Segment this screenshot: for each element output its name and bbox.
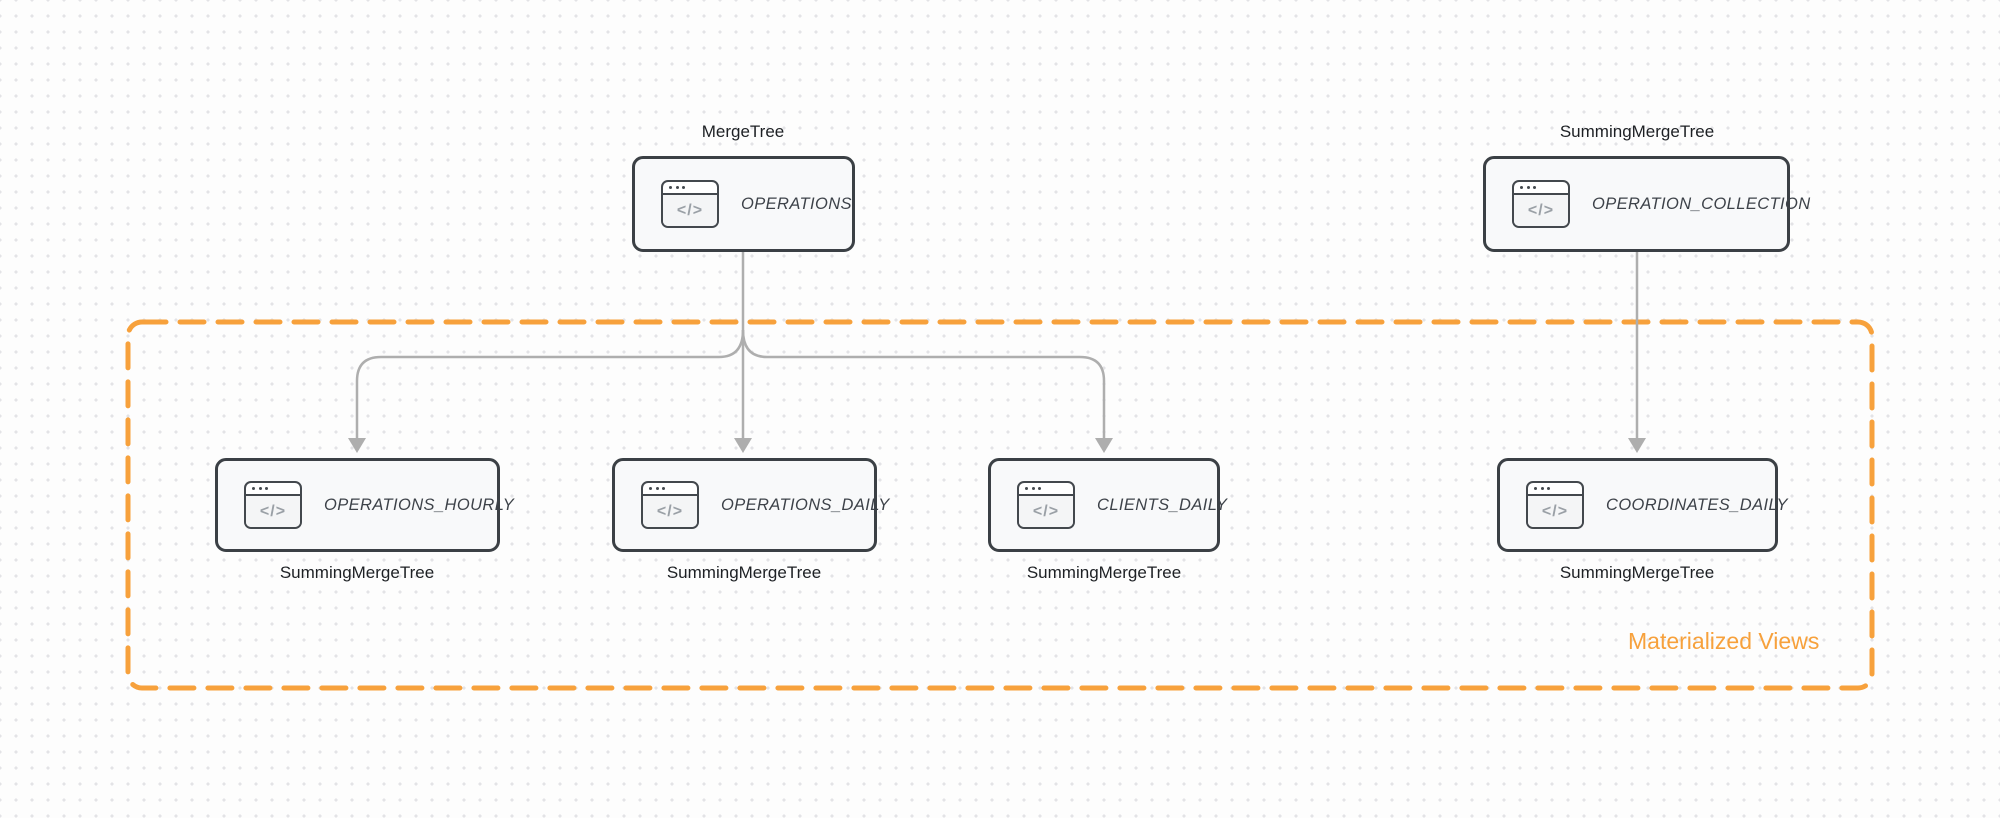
node-label-operations-hourly: OPERATIONS_HOURLY — [324, 495, 515, 514]
engine-label-operations: MergeTree — [701, 122, 785, 141]
arrowhead-operations-to-daily — [734, 438, 752, 453]
window-titlebar — [1528, 483, 1582, 496]
window-titlebar — [1019, 483, 1073, 496]
window-titlebar — [246, 483, 300, 496]
code-glyph: </> — [1514, 195, 1568, 226]
engine-label-operations-hourly: SummingMergeTree — [279, 563, 435, 582]
code-glyph: </> — [643, 496, 697, 527]
code-window-icon: </> — [661, 180, 719, 228]
node-label-coordinates-daily: COORDINATES_DAILY — [1606, 495, 1788, 514]
engine-label-coordinates-daily: SummingMergeTree — [1559, 563, 1715, 582]
node-operations-daily[interactable]: </> OPERATIONS_DAILY — [612, 458, 889, 552]
code-window-icon: </> — [641, 481, 699, 529]
code-window-icon: </> — [1526, 481, 1584, 529]
node-label-operations: OPERATIONS — [741, 194, 852, 213]
engine-label-operations-daily: SummingMergeTree — [666, 563, 822, 582]
arrowhead-operations-to-clients — [1095, 438, 1113, 453]
engine-label-clients-daily: SummingMergeTree — [1026, 563, 1182, 582]
arrow-operations-to-clients — [741, 329, 1106, 438]
window-titlebar — [1514, 182, 1568, 195]
code-glyph: </> — [246, 496, 300, 527]
arrowhead-collection-to-coordinates — [1628, 438, 1646, 453]
arrow-operations-to-hourly — [355, 329, 745, 438]
node-operation-collection[interactable]: </> OPERATION_COLLECTION — [1483, 156, 1810, 252]
code-glyph: </> — [663, 195, 717, 226]
node-coordinates-daily[interactable]: </> COORDINATES_DAILY — [1497, 458, 1788, 552]
code-window-icon: </> — [244, 481, 302, 529]
code-window-icon: </> — [1512, 180, 1570, 228]
code-glyph: </> — [1019, 496, 1073, 527]
node-operations[interactable]: </> OPERATIONS — [632, 156, 855, 252]
window-titlebar — [663, 182, 717, 195]
window-titlebar — [643, 483, 697, 496]
arrowhead-operations-to-hourly — [348, 438, 366, 453]
node-operations-hourly[interactable]: </> OPERATIONS_HOURLY — [215, 458, 514, 552]
code-glyph: </> — [1528, 496, 1582, 527]
code-window-icon: </> — [1017, 481, 1075, 529]
materialized-views-label: Materialized Views — [1628, 628, 1820, 654]
node-label-clients-daily: CLIENTS_DAILY — [1097, 495, 1228, 514]
node-label-operations-daily: OPERATIONS_DAILY — [721, 495, 890, 514]
engine-label-operation-collection: SummingMergeTree — [1559, 122, 1715, 141]
node-clients-daily[interactable]: </> CLIENTS_DAILY — [988, 458, 1227, 552]
node-label-operation-collection: OPERATION_COLLECTION — [1592, 194, 1811, 213]
